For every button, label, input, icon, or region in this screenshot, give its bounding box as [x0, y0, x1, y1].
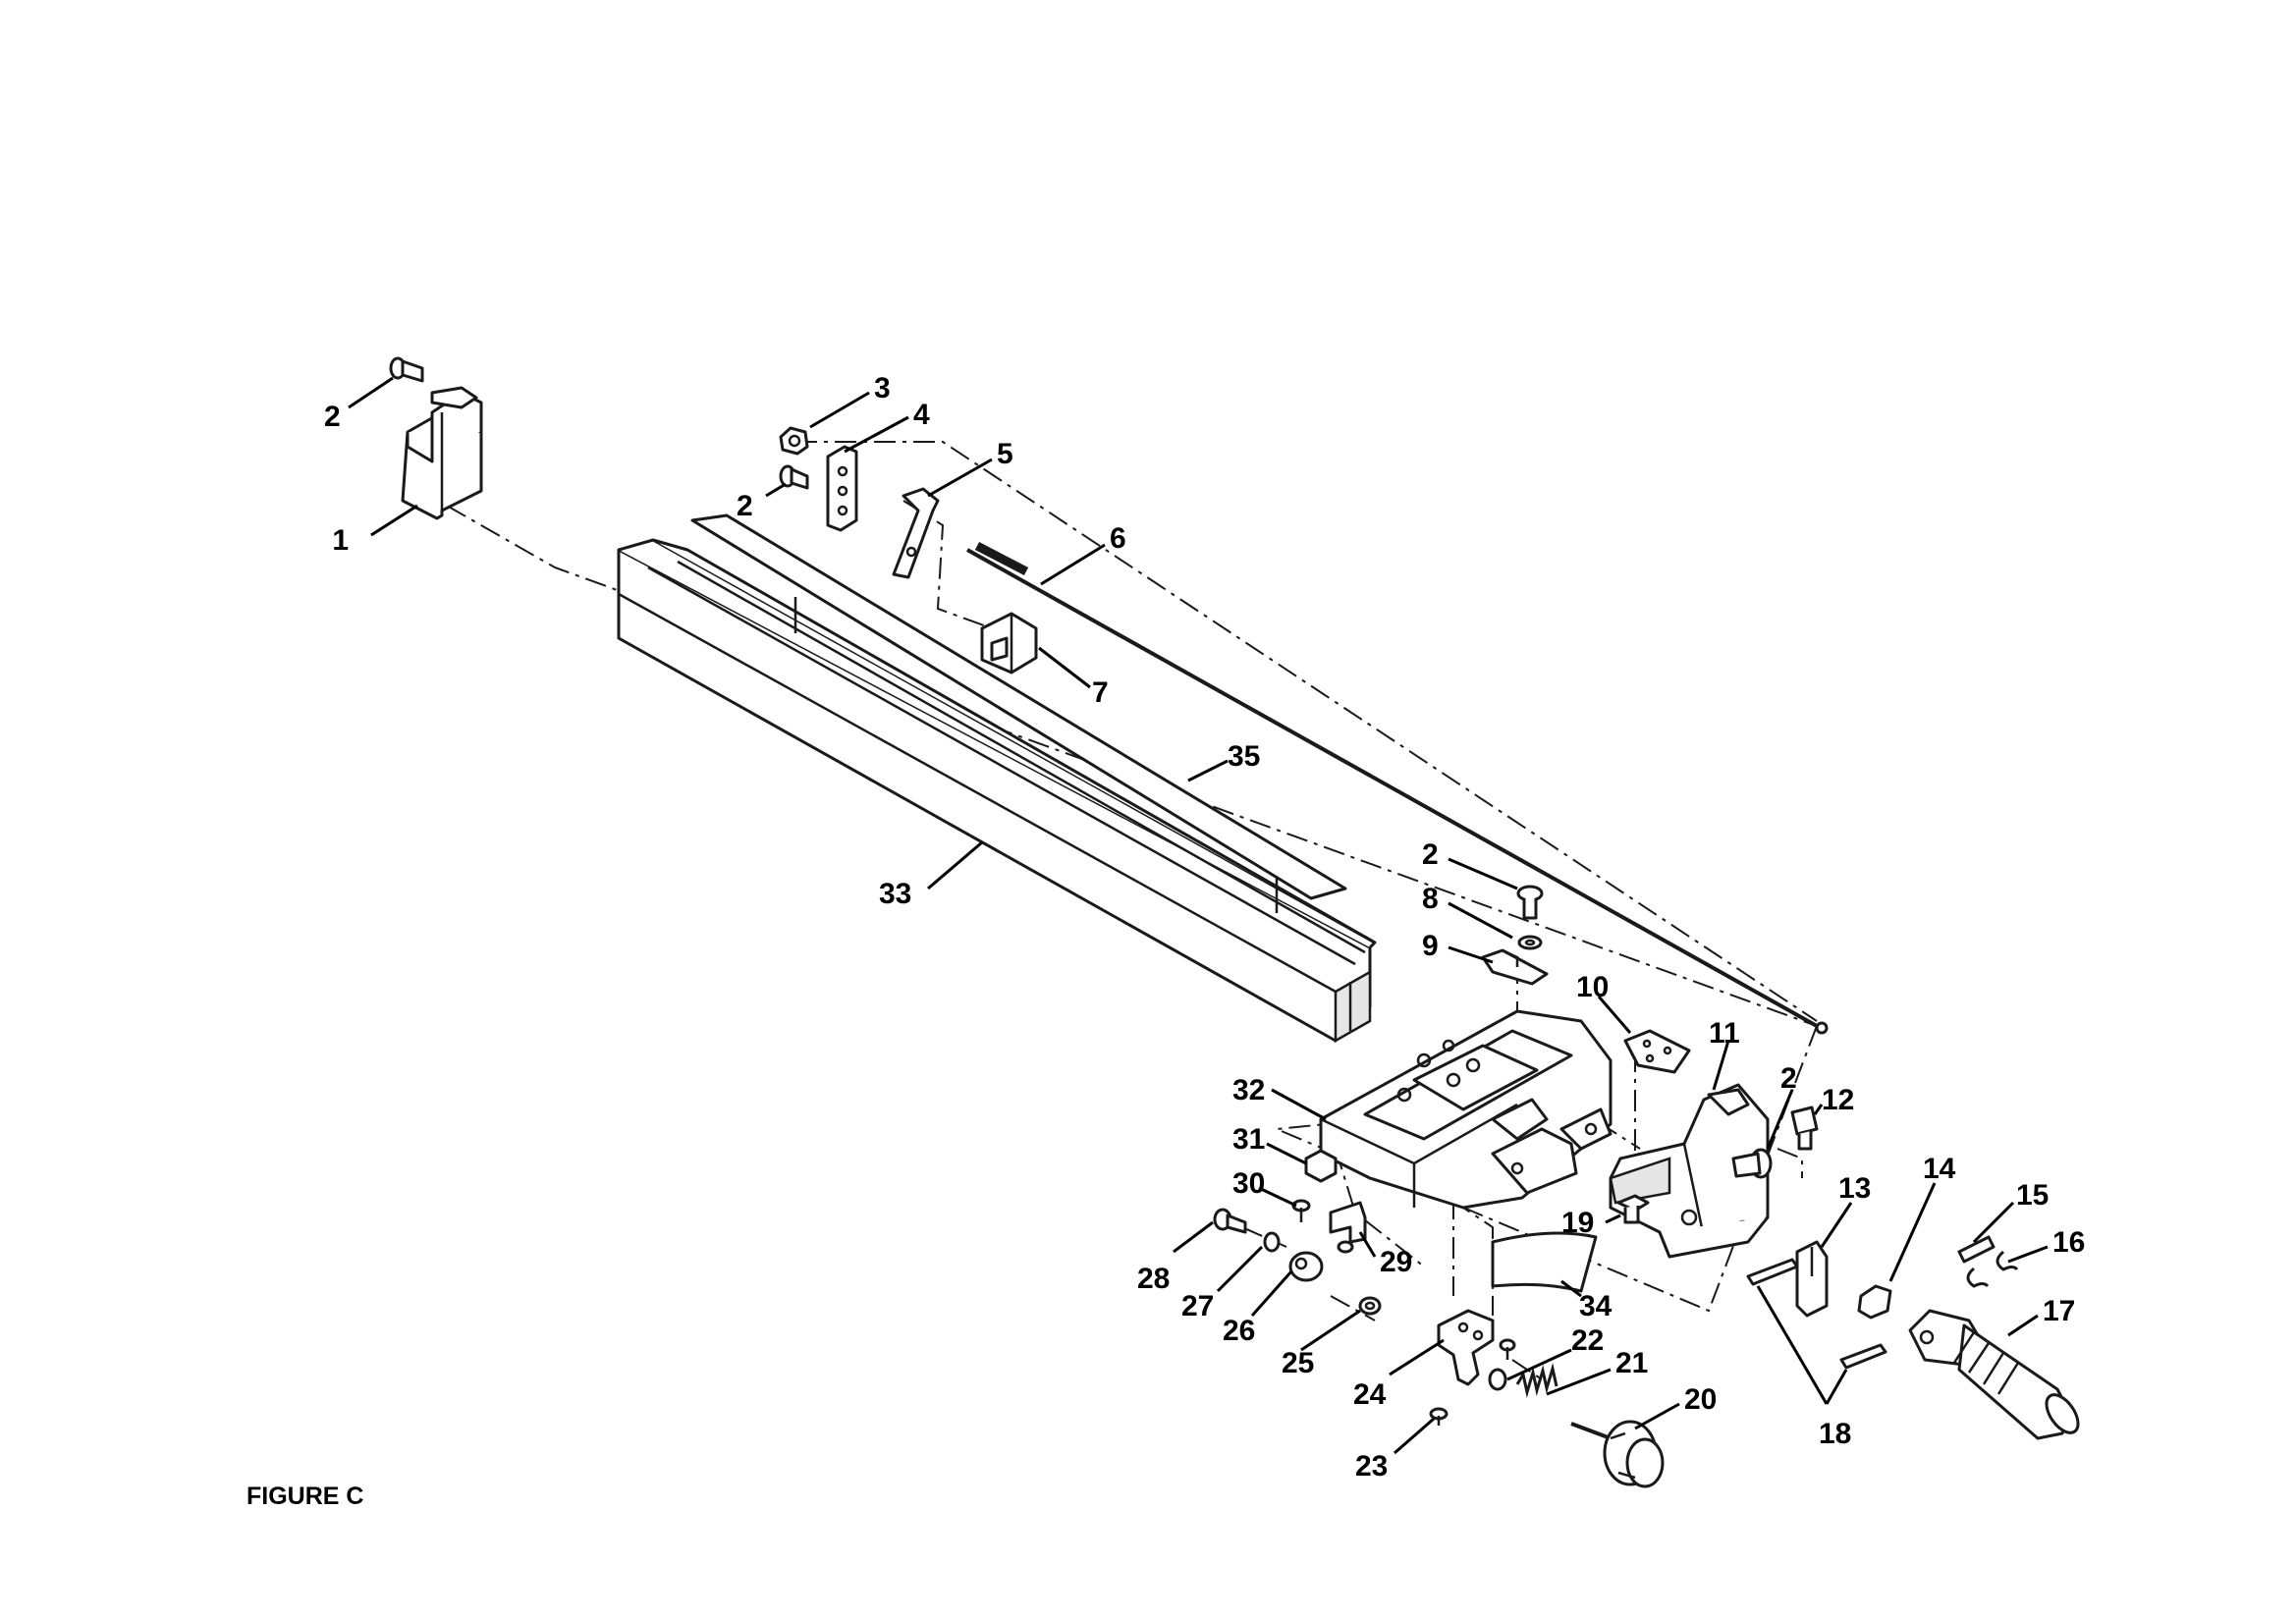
front-clamp-body [1609, 1083, 1770, 1259]
screw-washer-clip-stack [1481, 885, 1549, 986]
callout-12: 12 [1822, 1084, 1854, 1116]
callout-16: 16 [2052, 1226, 2085, 1259]
callout-35: 35 [1228, 740, 1260, 773]
callout-15: 15 [2016, 1179, 2049, 1212]
callout-9: 9 [1422, 930, 1439, 962]
callout-2: 2 [737, 490, 753, 522]
lock-lever [892, 487, 940, 579]
callout-2: 2 [324, 401, 341, 433]
figure-caption: FIGURE C [246, 1483, 364, 1510]
callout-8: 8 [1422, 883, 1439, 915]
screw-22a [1499, 1338, 1516, 1360]
bracket-24 [1437, 1309, 1495, 1386]
bracket-29 [1329, 1201, 1367, 1254]
bushing-22 [1488, 1368, 1507, 1391]
callout-30: 30 [1232, 1167, 1265, 1200]
rear-bracket [401, 386, 483, 520]
callout-2: 2 [1422, 838, 1439, 871]
cam [1795, 1240, 1829, 1318]
screw-23 [1429, 1407, 1449, 1426]
handle [1908, 1309, 2080, 1440]
screw-28 [1213, 1208, 1247, 1234]
callout-4: 4 [913, 399, 930, 431]
callout-25: 25 [1282, 1347, 1314, 1379]
roll-pins [1746, 1258, 1887, 1370]
screw-bottom [1616, 1194, 1650, 1224]
callout-18: 18 [1819, 1418, 1851, 1450]
callout-32: 32 [1232, 1074, 1265, 1106]
callout-22: 22 [1571, 1324, 1604, 1357]
small-block [1304, 1149, 1338, 1183]
callout-33: 33 [879, 878, 911, 910]
leader-lines [348, 376, 2049, 1455]
bushing [1857, 1284, 1892, 1320]
washer-27 [1263, 1231, 1281, 1253]
callout-28: 28 [1137, 1263, 1170, 1295]
callout-17: 17 [2043, 1295, 2075, 1327]
screw-clamp [1731, 1148, 1773, 1179]
adjusting-plate [826, 445, 858, 532]
callout-7: 7 [1092, 676, 1109, 709]
callout-14: 14 [1923, 1153, 1956, 1185]
guide-block [980, 612, 1038, 674]
callout-26: 26 [1223, 1315, 1255, 1347]
bumper-26 [1288, 1251, 1324, 1282]
fence-rail [617, 538, 1377, 1044]
knob-20 [1570, 1420, 1665, 1488]
e-ring-16 [1966, 1250, 2019, 1288]
callout-31: 31 [1232, 1123, 1265, 1156]
curved-pad [1491, 1231, 1598, 1293]
callout-13: 13 [1838, 1172, 1871, 1205]
screw-top-left [389, 356, 424, 383]
callout-19: 19 [1561, 1207, 1594, 1239]
callout-23: 23 [1355, 1450, 1388, 1483]
callout-3: 3 [874, 372, 891, 404]
nut [779, 426, 809, 456]
spring-21 [1515, 1363, 1558, 1398]
rod [966, 542, 1829, 1035]
callout-5: 5 [997, 438, 1013, 470]
callout-11: 11 [1709, 1017, 1740, 1050]
callout-1: 1 [332, 524, 349, 557]
pin-15 [1957, 1235, 1995, 1264]
callout-34: 34 [1579, 1290, 1613, 1322]
scale-label-strip [690, 513, 1347, 900]
screw-plate [779, 464, 809, 490]
callout-24: 24 [1353, 1378, 1387, 1411]
cap-screw [1790, 1106, 1819, 1151]
callout-21: 21 [1615, 1347, 1648, 1379]
callout-27: 27 [1181, 1290, 1214, 1322]
callout-10: 10 [1576, 971, 1609, 1003]
callout-2: 2 [1780, 1062, 1797, 1095]
callout-20: 20 [1684, 1383, 1717, 1416]
callout-29: 29 [1380, 1246, 1412, 1278]
callout-numbers: 1 2 3 4 2 5 6 7 35 33 2 8 9 10 11 2 12 3… [324, 372, 2085, 1483]
callout-6: 6 [1110, 522, 1126, 555]
fence-head-base [1319, 1009, 1613, 1210]
clamp-plate [1623, 1029, 1691, 1074]
nut-25 [1358, 1296, 1382, 1316]
